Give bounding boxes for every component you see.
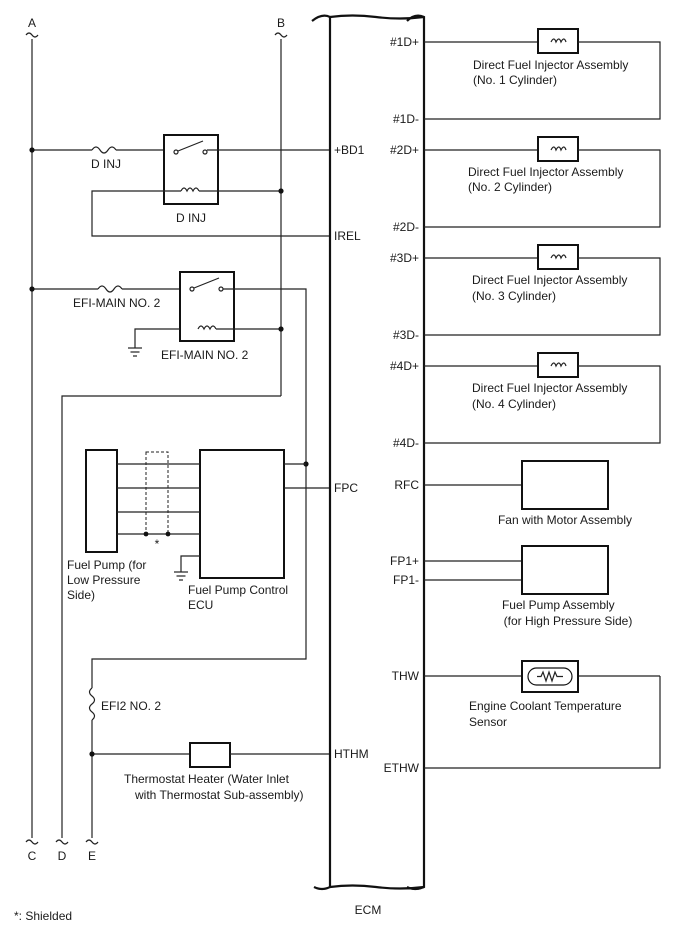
injector-3: #3D+ #3D- Direct Fuel Injector Assembly … [390,244,661,342]
coil-icon [550,38,567,44]
injector-pin-neg: #2D- [393,220,419,234]
footnote: *: Shielded [14,909,72,923]
ground-icon [128,347,142,357]
d-inj-fuse-label: D INJ [91,157,121,171]
bus-c-break [25,839,39,845]
ecm-left-edge [311,14,332,891]
injector-4: #4D+ #4D- Direct Fuel Injector Assembly … [390,352,661,450]
injector-pin-neg: #3D- [393,328,419,342]
injector-pin-pos: #2D+ [390,143,419,157]
injector-pin-neg: #4D- [393,436,419,450]
irel-wire [91,190,330,237]
coil-icon [550,362,567,368]
ground-icon [174,571,188,581]
efi-main-output-wire [91,288,307,688]
efi2-fuse-label: EFI2 NO. 2 [101,699,161,713]
shield-mark: * [155,537,160,551]
efi-main-relay-label: EFI-MAIN NO. 2 [161,348,249,362]
hp-fuel-pump-label: Fuel Pump Assembly (for High Pressure Si… [502,598,632,628]
bus-a-label: A [28,16,36,30]
ecm-pin-fp1-pos: FP1+ [390,554,419,568]
fan-motor-label: Fan with Motor Assembly [498,513,632,527]
efi-main-fuse-icon [97,285,123,293]
injector-name: Direct Fuel Injector Assembly [472,273,627,287]
ecm-pin-rfc: RFC [394,478,419,492]
injector-name: Direct Fuel Injector Assembly [473,58,628,72]
fuel-pump-ecu-label: Fuel Pump Control ECU [188,583,291,612]
bus-e-label: E [88,849,96,863]
injector-name: Direct Fuel Injector Assembly [468,165,623,179]
injector-coil-box [537,28,579,54]
coil-icon [550,146,567,152]
ecm-top-edge [329,14,425,20]
ecm-label: ECM [355,903,382,917]
injector-1: #1D+ #1D- Direct Fuel Injector Assembly … [390,28,661,126]
thermostat-heater-label: Thermostat Heater (Water Inlet with Ther… [124,772,304,802]
ecm-bottom-edge [329,884,425,890]
bus-e-break [85,839,99,845]
injector-cylinder: (No. 4 Cylinder) [472,397,556,411]
injector-pin-neg: #1D- [393,112,419,126]
injector-cylinder: (No. 3 Cylinder) [472,289,556,303]
efi-main-relay-switch [193,277,220,289]
bus-a-break [25,32,39,38]
injector-name: Direct Fuel Injector Assembly [472,381,627,395]
d-inj-relay-label: D INJ [176,211,206,225]
fuel-pump-ecu-box [199,449,285,579]
ecm-pin-fpc: FPC [334,481,358,495]
coil-icon [550,254,567,260]
ecm-pin-ethw: ETHW [384,761,420,775]
ecm-pin-irel: IREL [334,229,361,243]
d-inj-relay-coil-icon [180,187,200,193]
ecm-pin-fp1-neg: FP1- [393,573,419,587]
d-inj-relay-box [163,134,219,205]
injector-pin-pos: #4D+ [390,359,419,373]
ecm-pin-hthm: HTHM [334,747,369,761]
bus-d-wire [61,395,281,838]
fuel-pump-low-box [85,449,118,553]
fuel-pump-low-label: Fuel Pump (for Low Pressure Side) [67,558,150,602]
efi-main-fuse-label: EFI-MAIN NO. 2 [73,296,161,310]
injector-coil-box [537,352,579,378]
ecm-pin-thw: THW [392,669,420,683]
ect-sensor-label: Engine Coolant Temperature Sensor [469,699,625,729]
efi2-fuse-icon [88,687,96,721]
injector-cylinder: (No. 2 Cylinder) [468,180,552,194]
injector-coil-box [537,136,579,162]
d-inj-relay-switch [177,140,204,152]
injector-2: #2D+ #2D- Direct Fuel Injector Assembly … [390,136,661,234]
d-inj-fuse-icon [91,146,117,154]
injector-pin-pos: #3D+ [390,251,419,265]
injector-pin-pos: #1D+ [390,35,419,49]
fan-motor-box [521,460,609,510]
hp-fuel-pump-box [521,545,609,595]
injector-coil-box [537,244,579,270]
thermostat-heater-box [189,742,231,768]
bus-b-break [274,32,288,38]
bus-b-label: B [277,16,285,30]
bus-d-break [55,839,69,845]
shield-dashed [145,451,169,535]
efi-main-relay-coil-icon [197,325,217,331]
ecm-pin-bd1: +BD1 [334,143,365,157]
injector-cylinder: (No. 1 Cylinder) [473,73,557,87]
bus-c-label: C [28,849,37,863]
bus-d-label: D [58,849,67,863]
